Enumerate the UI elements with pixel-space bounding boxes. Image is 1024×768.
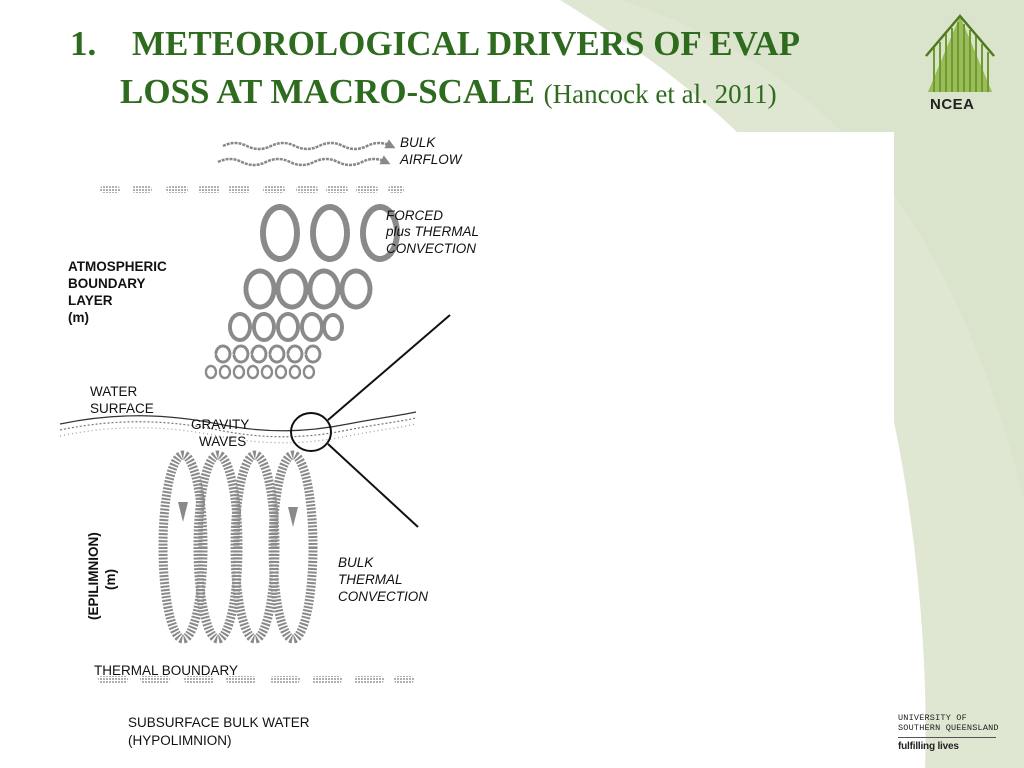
water-surface	[59, 411, 417, 444]
ncea-logo	[925, 14, 995, 92]
label-atmospheric-boundary-layer: ATMOSPHERIC BOUNDARY LAYER (m)	[68, 259, 167, 325]
thermal-boundary-dashes	[98, 676, 414, 683]
convection-cell	[304, 344, 322, 364]
university-tagline: fulfilling lives	[898, 741, 959, 752]
convection-cell	[288, 364, 302, 380]
convection-cell	[232, 344, 250, 364]
down-arrow	[288, 507, 298, 527]
convection-cell	[268, 344, 286, 364]
convection-cell	[276, 312, 300, 342]
airflow-arrow-1	[222, 139, 396, 151]
zoom-circle	[290, 412, 332, 452]
label-forced-convection-3: CONVECTION	[386, 241, 476, 256]
convection-cell	[214, 344, 232, 364]
label-forced-convection-2: plus THERMAL	[385, 224, 479, 239]
label-epilimnion-2: (m)	[103, 569, 118, 590]
convection-cell	[286, 344, 304, 364]
convection-cell	[260, 204, 300, 262]
ncea-logo-text: NCEA	[930, 96, 975, 113]
label-water-surface: WATER SURFACE	[90, 384, 154, 416]
convection-cell	[250, 344, 268, 364]
title-line-1: 1. METEOROLOGICAL DRIVERS OF EVAP	[70, 22, 800, 66]
bulk-airflow-arrows	[217, 139, 396, 167]
convection-cell	[260, 364, 274, 380]
label-bulk-airflow: BULK AIRFLOW	[399, 135, 463, 167]
label-abl-1: ATMOSPHERIC	[68, 259, 167, 274]
water-surface-line	[59, 411, 417, 432]
zoom-line-upper	[327, 314, 451, 421]
title-line-2: LOSS AT MACRO-SCALE (Hancock et al. 2011…	[120, 70, 777, 116]
thermal-cell-arrows	[178, 502, 298, 527]
label-abl-3: LAYER	[68, 293, 113, 308]
label-forced-convection: FORCED plus THERMAL CONVECTION	[385, 208, 479, 256]
convection-cell	[360, 204, 400, 262]
university-line-2: SOUTHERN QUEENSLAND	[898, 723, 999, 733]
thermal-cell	[268, 450, 318, 644]
convection-cell	[274, 364, 288, 380]
background-swoosh-light	[620, 0, 1024, 500]
thermal-cell	[158, 450, 208, 644]
zoom-line-lower	[327, 443, 419, 528]
label-abl-2: BOUNDARY	[68, 276, 146, 291]
university-divider	[898, 737, 996, 738]
convection-cell	[243, 268, 277, 310]
label-btc-2: THERMAL	[338, 572, 403, 587]
convection-cell	[302, 364, 316, 380]
label-thermal-boundary: THERMAL BOUNDARY	[94, 663, 238, 678]
title-text-2: LOSS AT MACRO-SCALE	[120, 72, 535, 111]
evaporation-drivers-diagram: BULK AIRFLOW FORCED plus THERMAL CONVECT…	[59, 135, 479, 748]
ncea-logo-mark	[925, 14, 995, 92]
label-gravity-waves: GRAVITY WAVES	[191, 417, 249, 449]
label-subsurface-2: (HYPOLIMNION)	[128, 733, 232, 748]
label-bulk-airflow-1: BULK	[400, 135, 436, 150]
bulk-thermal-convection-cells	[158, 450, 318, 644]
label-epilimnion: (EPILIMNION) (m)	[86, 532, 118, 620]
label-bulk-thermal-convection: BULK THERMAL CONVECTION	[338, 555, 428, 604]
label-subsurface-1: SUBSURFACE BULK WATER	[128, 715, 310, 730]
convection-cell	[204, 364, 218, 380]
convection-cell	[307, 268, 341, 310]
label-abl-4: (m)	[68, 310, 89, 325]
convection-cell	[232, 364, 246, 380]
label-gravity-waves-2: WAVES	[199, 434, 246, 449]
title-text-1: METEOROLOGICAL DRIVERS OF EVAP	[132, 24, 801, 63]
convection-cell	[228, 312, 252, 342]
convection-cell	[218, 364, 232, 380]
label-gravity-waves-1: GRAVITY	[191, 417, 249, 432]
airflow-arrow-2	[217, 155, 391, 167]
convection-cell	[275, 268, 309, 310]
boundary-layer-top-dashes	[100, 186, 404, 193]
convection-cell	[300, 312, 324, 342]
label-epilimnion-1: (EPILIMNION)	[86, 532, 101, 620]
label-forced-convection-1: FORCED	[386, 208, 443, 223]
convection-cell	[322, 313, 344, 341]
label-water-surface-2: SURFACE	[90, 401, 154, 416]
convection-cell	[339, 268, 373, 310]
convection-cell	[246, 364, 260, 380]
label-btc-1: BULK	[338, 555, 374, 570]
label-subsurface: SUBSURFACE BULK WATER (HYPOLIMNION)	[128, 715, 310, 748]
diagram-panel	[58, 132, 894, 752]
title-citation: (Hancock et al. 2011)	[543, 79, 777, 109]
label-btc-3: CONVECTION	[338, 589, 428, 604]
gravity-wave-zoom	[290, 314, 451, 528]
convection-cells	[204, 204, 400, 380]
label-water-surface-1: WATER	[90, 384, 137, 399]
title-number: 1.	[70, 24, 97, 63]
university-line-1: UNIVERSITY OF	[898, 713, 967, 723]
university-branding: UNIVERSITY OF SOUTHERN QUEENSLAND fulfil…	[898, 713, 999, 752]
down-arrow	[178, 502, 188, 522]
water-surface-line	[59, 423, 417, 444]
water-surface-line	[59, 417, 417, 438]
convection-cell	[252, 312, 276, 342]
convection-cell	[310, 204, 350, 262]
label-bulk-airflow-2: AIRFLOW	[399, 152, 463, 167]
